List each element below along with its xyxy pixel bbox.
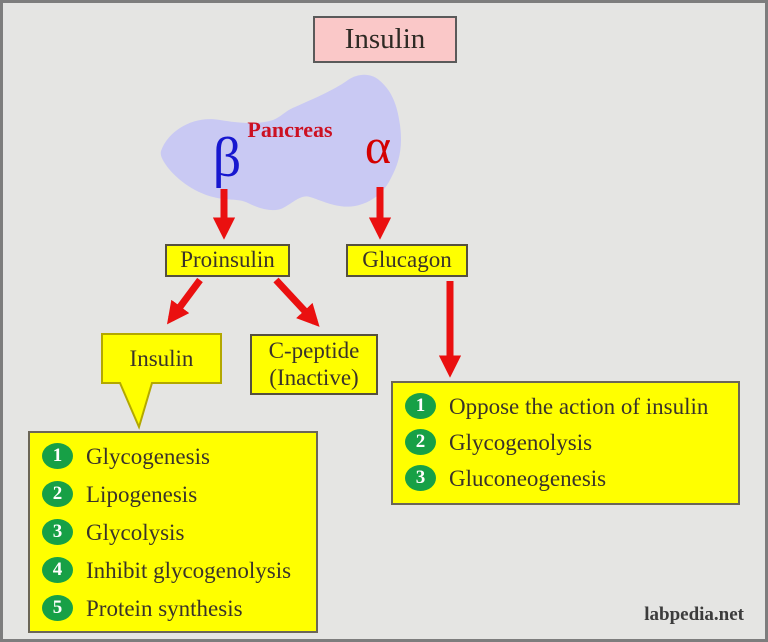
- c-peptide-node: C-peptide (Inactive): [250, 334, 378, 395]
- number-badge: 2: [42, 481, 73, 507]
- proinsulin-to-cpeptide-arrow: [273, 277, 320, 327]
- effect-text: Inhibit glycogenolysis: [86, 557, 292, 583]
- title-box: Insulin: [313, 16, 457, 63]
- list-item: 2 Lipogenesis: [42, 481, 306, 507]
- c-peptide-label-line1: C-peptide: [268, 338, 360, 364]
- insulin-label: Insulin: [129, 345, 194, 371]
- c-peptide-label-line2: (Inactive): [269, 364, 359, 390]
- effect-text: Glycogenesis: [86, 443, 210, 469]
- list-item: 4 Inhibit glycogenolysis: [42, 557, 306, 583]
- glucagon-node: Glucagon: [346, 244, 468, 277]
- list-item: 2 Glycogenolysis: [405, 429, 728, 455]
- alpha-cells-symbol: α: [364, 118, 392, 174]
- glucagon-label: Glucagon: [362, 247, 452, 273]
- insulin-effects-box: 1 Glycogenesis 2 Lipogenesis 3 Glycolysi…: [28, 431, 318, 633]
- effect-text: Protein synthesis: [86, 595, 243, 621]
- effect-text: Lipogenesis: [86, 481, 198, 507]
- effect-text: Glycogenolysis: [449, 429, 593, 455]
- number-badge: 3: [42, 519, 73, 545]
- proinsulin-node: Proinsulin: [165, 244, 290, 277]
- pancreas-shape: [160, 74, 401, 211]
- proinsulin-label: Proinsulin: [180, 247, 275, 273]
- glucagon-effects-box: 1 Oppose the action of insulin 2 Glycoge…: [391, 381, 740, 505]
- number-badge: 4: [42, 557, 73, 583]
- number-badge: 1: [405, 393, 436, 419]
- list-item: 1 Oppose the action of insulin: [405, 393, 728, 419]
- effect-text: Gluconeogenesis: [449, 465, 607, 491]
- list-item: 5 Protein synthesis: [42, 595, 306, 621]
- number-badge: 2: [405, 429, 436, 455]
- page-title: Insulin: [344, 23, 426, 55]
- proinsulin-to-insulin-arrow: [166, 277, 203, 325]
- effect-text: Oppose the action of insulin: [449, 393, 709, 419]
- number-badge: 3: [405, 465, 436, 491]
- list-item: 3 Glycolysis: [42, 519, 306, 545]
- number-badge: 1: [42, 443, 73, 469]
- pancreas-label: Pancreas: [247, 117, 333, 142]
- beta-cells-symbol: β: [212, 127, 242, 189]
- effect-text: Glycolysis: [86, 519, 185, 545]
- list-item: 1 Glycogenesis: [42, 443, 306, 469]
- diagram-artwork: [101, 74, 462, 430]
- watermark: labpedia.net: [644, 604, 744, 625]
- number-badge: 5: [42, 595, 73, 621]
- insulin-callout-shape: [101, 333, 222, 430]
- list-item: 3 Gluconeogenesis: [405, 465, 728, 491]
- insulin-callout-node: Insulin: [102, 334, 221, 383]
